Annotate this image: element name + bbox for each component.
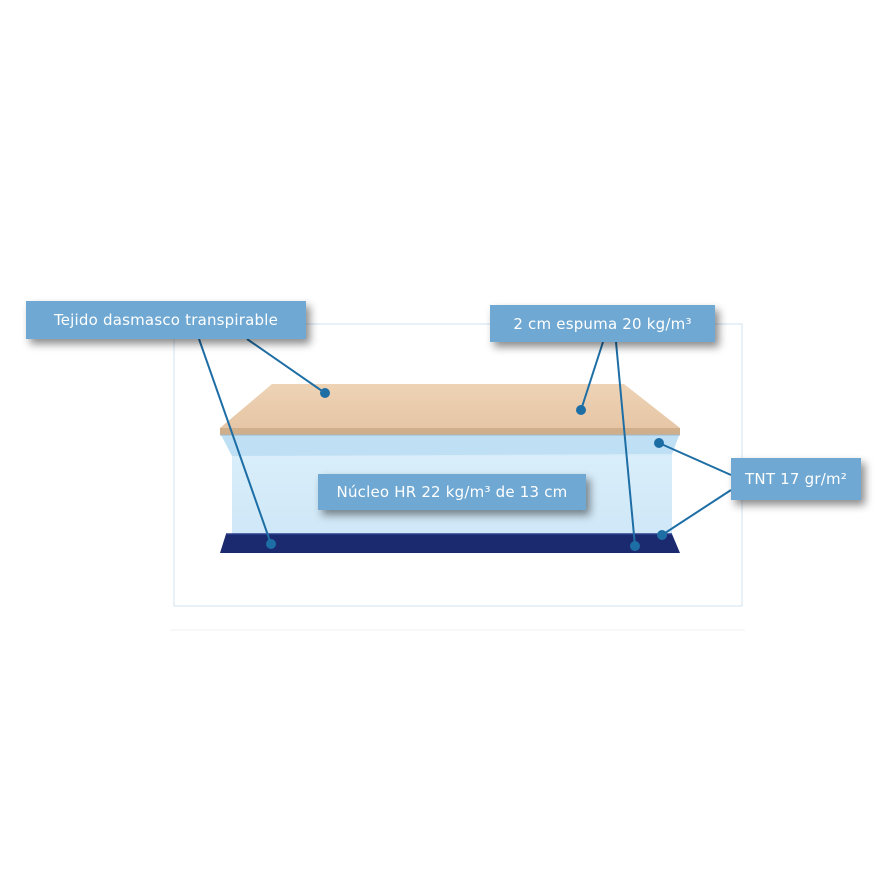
top-foam-layer [220,384,680,436]
core-foam-layer [220,430,680,534]
foam-label: 2 cm espuma 20 kg/m³ [490,305,715,342]
leader-dots [266,388,667,551]
core-label-text: Núcleo HR 22 kg/m³ de 13 cm [336,483,568,501]
fabric-label-text: Tejido dasmasco transpirable [53,311,279,329]
leader-foam-right [615,341,636,547]
dot-foam-bottom [630,541,640,551]
leader-tnt-bottom [661,489,732,536]
leader-fabric-top [246,338,326,394]
dot-fabric-bottom [266,539,276,549]
leader-foam-left [580,341,604,411]
dot-tnt-bottom [657,530,667,540]
tnt-label: TNT 17 gr/m² [731,458,861,500]
core-label: Núcleo HR 22 kg/m³ de 13 cm [318,474,586,510]
tnt-label-text: TNT 17 gr/m² [745,470,847,488]
dot-foam-top [576,405,586,415]
foam-label-text: 2 cm espuma 20 kg/m³ [513,314,692,333]
dot-tnt-top [654,438,664,448]
leader-tnt-top [658,442,732,476]
base-layer [220,533,680,553]
leader-lines [198,338,732,547]
fabric-label: Tejido dasmasco transpirable [26,301,306,339]
dot-fabric-top [320,388,330,398]
leader-fabric-bottom [198,338,272,545]
